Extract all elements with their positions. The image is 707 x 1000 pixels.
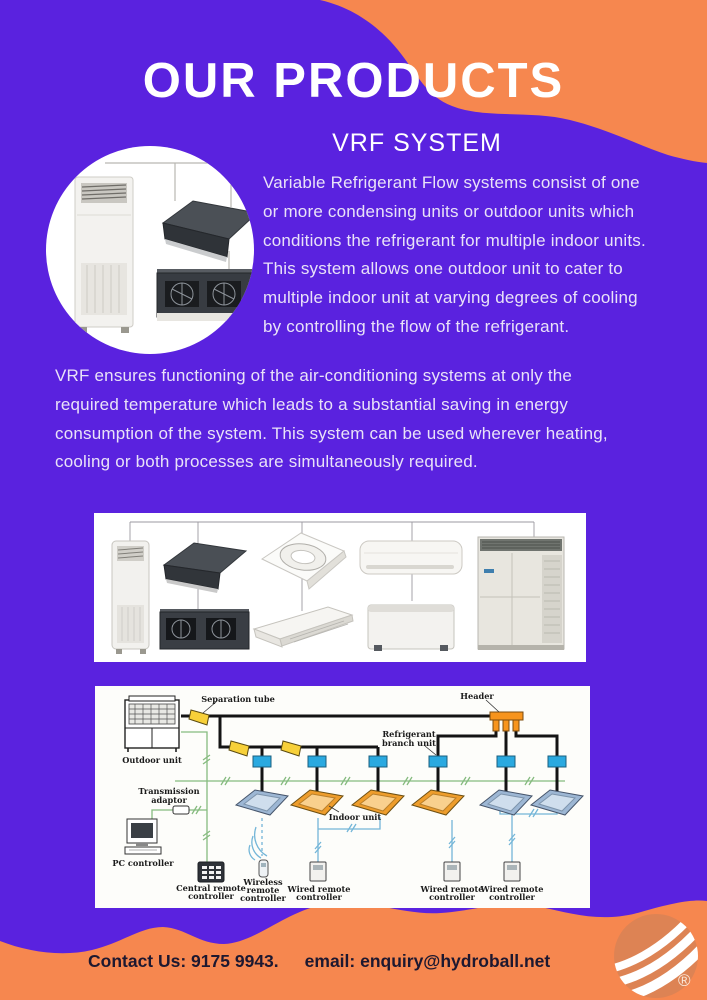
registered-trademark: ® [678, 971, 691, 990]
body-line: cooling or both processes are simultaneo… [55, 452, 478, 472]
label-header: Header [460, 691, 494, 701]
ceiling-suspended-unit [252, 606, 354, 648]
vrf-outdoor-unit [477, 536, 565, 650]
brand-logo [614, 914, 698, 998]
floor-standing-unit [111, 540, 150, 654]
label-separation-tube: Separation tube [201, 694, 275, 704]
intro-line: or more condensing units or outdoor unit… [263, 201, 635, 221]
intro-line: This system allows one outdoor unit to c… [263, 259, 623, 279]
footer-orange-band [0, 900, 707, 1000]
high-static-ducted-unit [159, 609, 250, 650]
vrf-piping-diagram: Separation tube Header Outdoor unit Refr… [95, 686, 590, 908]
label-outdoor-unit: Outdoor unit [122, 755, 182, 765]
label-refrigerant-branch: Refrigerant [382, 729, 435, 739]
separation-tubes [188, 709, 302, 757]
floor-standing-unit [74, 176, 134, 333]
transmission-adaptor-drawing [172, 805, 190, 815]
page-title: OUR PRODUCTS [142, 54, 565, 108]
body-line: required temperature which leads to a su… [55, 394, 569, 414]
label-pointers [202, 699, 500, 813]
floor-console-unit [367, 604, 455, 651]
pc-controller-drawing [124, 818, 162, 855]
hero-circle-image [46, 146, 254, 354]
label-wireless-remote: remote [247, 885, 280, 895]
intro-line: Variable Refrigerant Flow systems consis… [263, 173, 640, 192]
label-wired-remote: controller [489, 892, 535, 902]
label-wireless-remote: controller [240, 893, 286, 903]
label-transmission-adaptor: Transmission [138, 786, 199, 796]
refrigerant-pipes [181, 714, 559, 793]
footer-contact: Contact Us: 9175 9943. email: enquiry@hy… [88, 948, 550, 974]
intro-line: conditions the refrigerant for multiple … [263, 230, 646, 250]
section-subtitle: VRF SYSTEM [332, 129, 502, 157]
intro-line: by controlling the flow of the refrigera… [263, 316, 570, 336]
label-wireless-remote: Wireless [242, 877, 283, 887]
wired-remote-drawing [309, 861, 521, 882]
wall-mounted-unit [359, 540, 463, 575]
outdoor-unit-drawing [124, 695, 180, 752]
label-central-remote: Central remote [176, 883, 246, 893]
ducted-unit-bottom [156, 269, 254, 321]
intro-paragraph: Variable Refrigerant Flow systems consis… [263, 169, 646, 342]
control-wiring [248, 808, 558, 867]
indoor-units [234, 789, 584, 816]
label-wired-remote: Wired remote [420, 884, 484, 894]
central-remote-drawing [197, 861, 225, 883]
label-wired-remote: controller [429, 892, 475, 902]
label-wired-remote: Wired remote [287, 884, 351, 894]
body-line: VRF ensures functioning of the air-condi… [55, 366, 573, 385]
body-line: consumption of the system. This system c… [55, 423, 608, 443]
label-transmission-adaptor: adaptor [151, 795, 187, 805]
contact-phone: Contact Us: 9175 9943. [88, 951, 279, 971]
label-wired-remote: controller [296, 892, 342, 902]
intro-line: multiple indoor unit at varying degrees … [263, 288, 638, 308]
ducted-unit-top [161, 200, 254, 262]
wireless-remote-drawing [258, 859, 269, 878]
branch-units [252, 755, 567, 768]
body-paragraph: VRF ensures functioning of the air-condi… [55, 362, 608, 477]
top-orange-blob [320, 0, 707, 163]
contact-email: email: enquiry@hydroball.net [304, 951, 551, 971]
label-central-remote: controller [188, 891, 234, 901]
product-range-image [94, 513, 586, 662]
label-pc-controller: PC controller [112, 858, 174, 868]
cassette-unit [260, 532, 347, 590]
label-wired-remote: Wired remote [480, 884, 544, 894]
label-refrigerant-branch: branch unit [382, 738, 436, 748]
header-branch [489, 711, 524, 732]
label-indoor-unit: Indoor unit [329, 812, 382, 822]
ducted-unit [162, 542, 248, 593]
transmission-wiring [151, 731, 565, 862]
